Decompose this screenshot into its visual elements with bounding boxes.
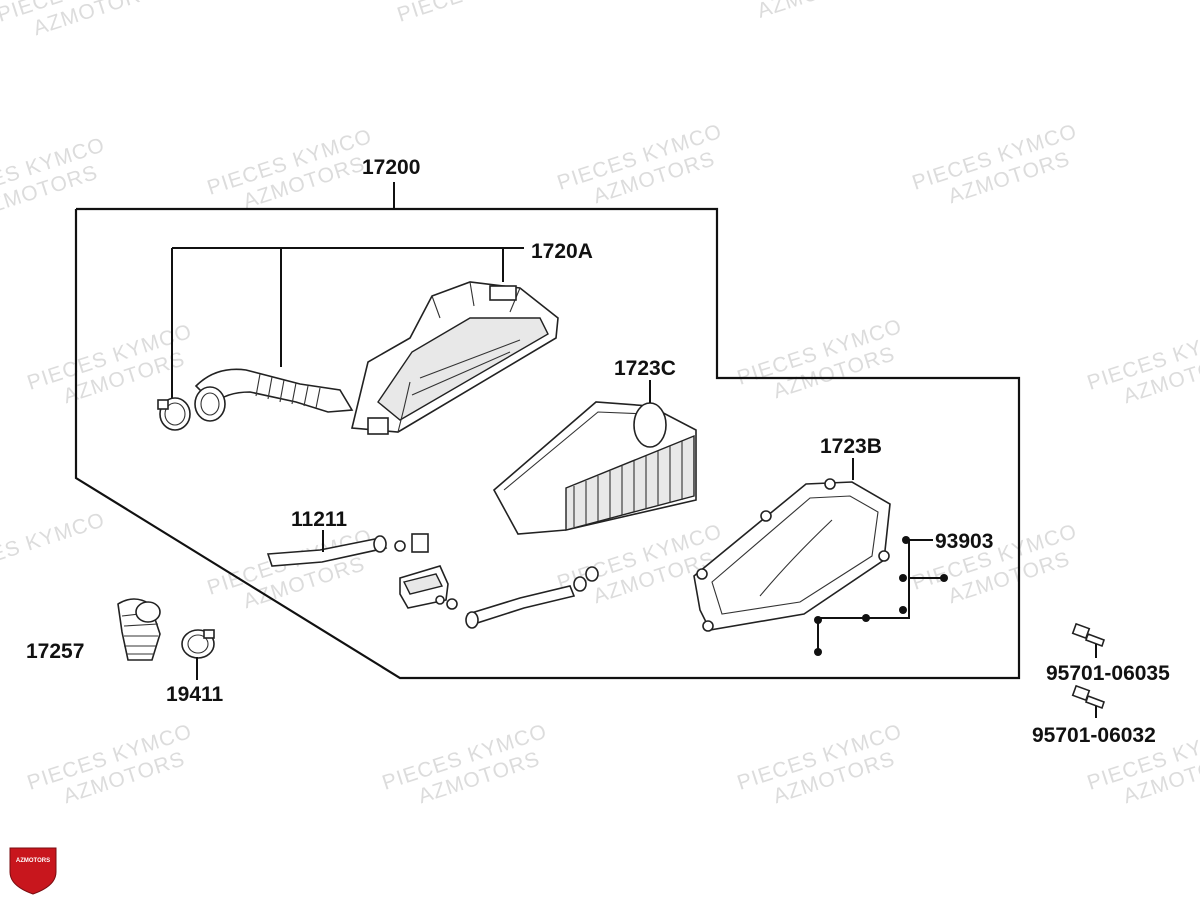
watermark-line1: PIECES KYMCO [0, 508, 108, 583]
label-93903: 93903 [935, 530, 993, 553]
assembly-frame [74, 207, 1021, 680]
label-17200: 17200 [362, 156, 420, 179]
label-1723B: 1723B [820, 435, 882, 458]
label-11211: 11211 [291, 508, 347, 531]
filter-element [492, 401, 697, 535]
shield-icon [9, 847, 57, 895]
breather-tube [266, 535, 599, 629]
bolt-95701-06035 [1071, 622, 1106, 658]
label-19411: 19411 [166, 683, 224, 706]
label-95701-06032: 95701-06032 [1032, 724, 1156, 747]
label-95701-06035: 95701-06035 [1046, 662, 1170, 685]
bolt-95701-06032 [1071, 684, 1106, 718]
watermark-line2: AZMOTORS [754, 0, 882, 23]
label-17257: 17257 [26, 640, 84, 663]
intake-clamp [157, 397, 191, 431]
drain-box [394, 533, 458, 610]
leader-1720A [171, 247, 524, 398]
filter-cover [693, 478, 891, 632]
watermark-line1: PIECES KYMCO [394, 0, 565, 27]
intake-duct [117, 598, 161, 661]
azmotors-logo: AZMOTORS [9, 847, 57, 895]
logo-text: AZMOTORS [16, 858, 50, 864]
intake-tube [194, 368, 354, 422]
label-1720A: 1720A [531, 240, 593, 263]
label-1723C: 1723C [614, 357, 676, 380]
air-box-case [351, 281, 559, 435]
duct-clamp [181, 629, 215, 659]
screw-group [814, 536, 948, 656]
